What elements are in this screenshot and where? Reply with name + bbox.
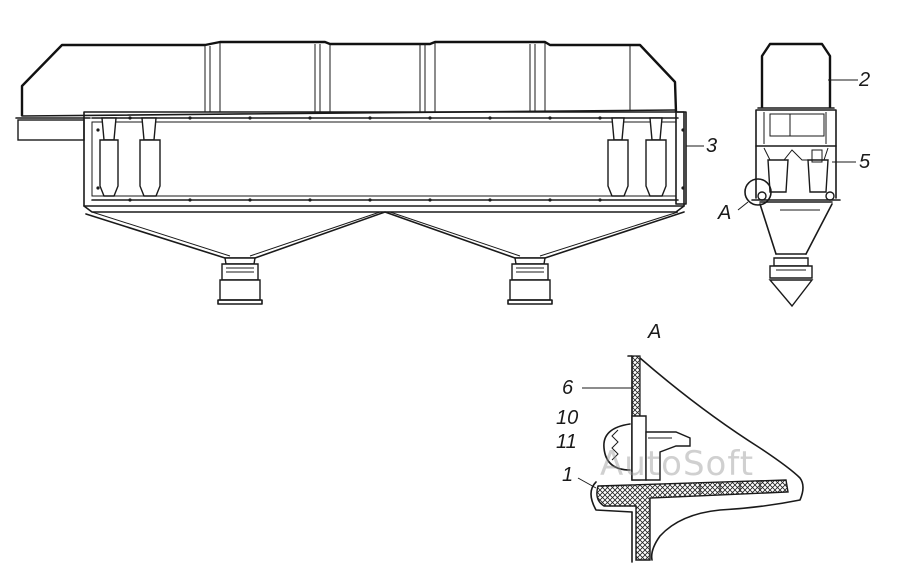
watermark: AutoSoft	[600, 444, 755, 484]
callout-6: 6	[562, 377, 574, 399]
callout-5: 5	[859, 151, 871, 173]
hood-outline	[20, 40, 678, 116]
left-bracket	[17, 119, 85, 141]
detail-a	[577, 355, 804, 563]
right-tubes	[607, 117, 667, 197]
hopper-outline	[85, 211, 685, 259]
callout-10: 10	[556, 407, 579, 429]
callout-3: 3	[706, 135, 718, 157]
front-view	[15, 40, 704, 305]
bottom-profile	[596, 479, 789, 561]
main-frame	[83, 111, 685, 207]
left-tubes	[99, 117, 161, 197]
callout-a-detail-title: A	[648, 321, 662, 343]
callout-1: 1	[562, 464, 574, 486]
callout-a-side: A	[718, 202, 732, 224]
left-foot	[217, 257, 263, 305]
side-view	[737, 42, 858, 308]
callout-11: 11	[556, 431, 577, 453]
right-foot	[507, 257, 553, 305]
callout-2: 2	[859, 69, 871, 91]
